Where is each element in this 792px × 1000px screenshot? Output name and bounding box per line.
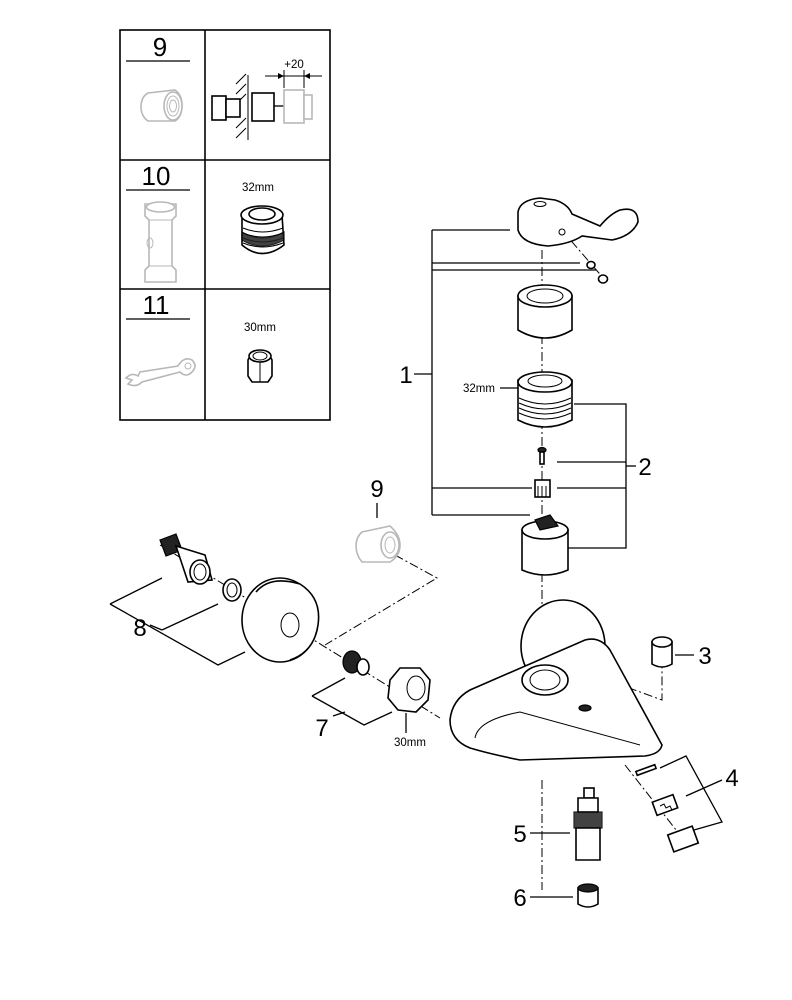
- callout-5: 5: [513, 821, 570, 848]
- callout-number: 2: [638, 454, 651, 481]
- cartridge-nut-size: 32mm: [463, 383, 518, 395]
- table-row-11: 11 30mm: [124, 290, 276, 387]
- union-nut: [387, 667, 431, 713]
- nut-size-label: 30mm: [244, 322, 276, 334]
- callout-3: 3: [675, 643, 712, 670]
- assembly-axis-lines: [159, 227, 685, 890]
- dimension-label: 32mm: [463, 383, 495, 395]
- screw: [537, 446, 547, 465]
- callout-7: 7: [311, 677, 393, 742]
- lever-handle: [517, 197, 639, 247]
- table-border: [119, 29, 331, 421]
- extension-install-icon: +20: [211, 59, 322, 140]
- callout-2: 2: [557, 403, 652, 549]
- handle-sleeve: [517, 284, 573, 339]
- extension-piece-icon: [140, 89, 183, 122]
- union-nut-seal: [342, 650, 370, 676]
- set-screw: [586, 260, 609, 284]
- callout-6: 6: [513, 885, 573, 912]
- table-row-number: 11: [143, 290, 170, 320]
- union-nut-size: 30mm: [394, 713, 426, 749]
- callout-number: 6: [513, 885, 526, 912]
- callout-number: 1: [399, 362, 412, 389]
- callout-4: 4: [659, 755, 739, 831]
- cartridge: [521, 514, 569, 576]
- callout-number: 4: [725, 765, 738, 792]
- table-row-number: 10: [142, 161, 171, 191]
- wall-flange: [241, 577, 320, 663]
- extension-piece: [355, 525, 401, 563]
- callout-number: 7: [315, 715, 328, 742]
- adapter: [534, 479, 551, 498]
- nut-size-label: 32mm: [242, 182, 274, 194]
- extension-dimension-label: +20: [284, 59, 304, 71]
- callout-number: 5: [513, 821, 526, 848]
- aerator-set: [634, 763, 700, 853]
- socket-wrench-icon: [144, 201, 177, 283]
- table-row-number: 9: [153, 32, 167, 62]
- diverter-knob: [577, 883, 599, 908]
- diverter: [573, 787, 603, 861]
- s-union: [159, 533, 214, 585]
- callout-8: 8: [109, 577, 246, 666]
- hex-nut-icon: [247, 349, 273, 383]
- callout-number: 3: [698, 643, 711, 670]
- cap: [651, 636, 673, 668]
- washer: [222, 578, 242, 602]
- cartridge-nut-icon: [240, 205, 285, 255]
- spanner-icon: [124, 358, 196, 387]
- accessory-table: 9 +20: [119, 29, 331, 421]
- callout-9: 9: [370, 476, 384, 518]
- cartridge-nut: [517, 371, 573, 428]
- callout-number: 9: [370, 476, 383, 503]
- callout-number: 8: [133, 615, 146, 642]
- table-row-10: 10 32mm: [126, 161, 285, 283]
- dimension-label: 30mm: [394, 737, 426, 749]
- mixer-body: [449, 599, 663, 761]
- callout-1: 1: [399, 229, 596, 516]
- table-row-9: 9 +20: [126, 32, 322, 140]
